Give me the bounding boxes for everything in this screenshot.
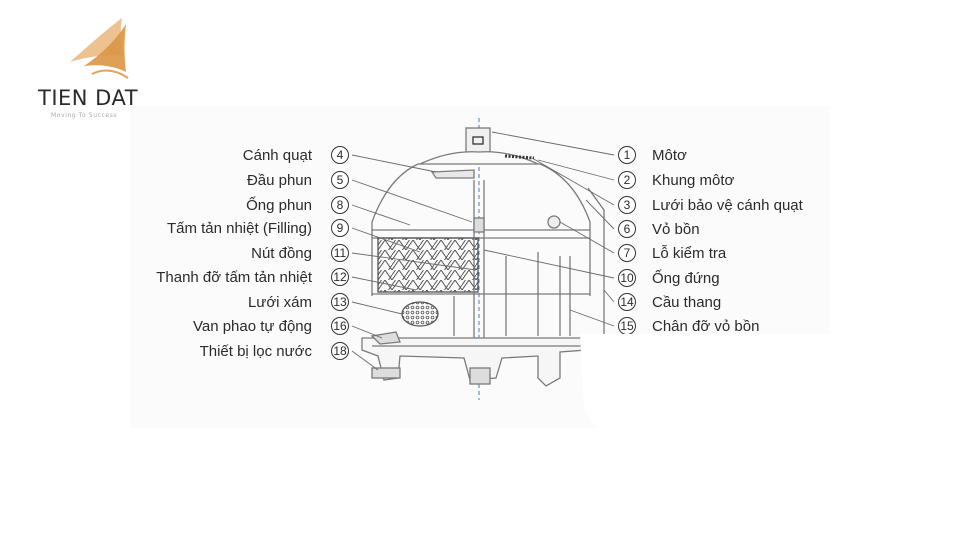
logo-name: TIEN DAT (38, 86, 139, 110)
callout-number: 2 (624, 173, 631, 187)
callout-number: 1 (624, 148, 631, 162)
callout-number: 11 (334, 246, 347, 260)
callout-number: 9 (337, 221, 344, 235)
callout-circle (618, 244, 636, 262)
water-filter (371, 367, 401, 379)
callout-label: Môtơ (652, 147, 687, 164)
callout-circle (331, 219, 349, 237)
callout-label: Cánh quạt (243, 147, 313, 164)
callout-number: 16 (333, 319, 347, 333)
callout-circle (618, 146, 636, 164)
inspection-hole (547, 215, 561, 229)
callout-number: 13 (333, 295, 347, 309)
callout-label: Nút đồng (251, 245, 312, 262)
callout-circle (618, 220, 636, 238)
blank-patch (580, 334, 838, 432)
left-callouts: Cánh quạt 4 Đầu phun 5 Ống phun 8 Tấm tả… (156, 146, 349, 360)
callout-number: 8 (337, 198, 344, 212)
callout-9: Tấm tản nhiệt (Filling) 9 (167, 219, 349, 237)
callout-label: Cầu thang (652, 294, 721, 311)
callout-circle (331, 244, 349, 262)
float-valve (370, 331, 401, 345)
callout-8: Ống phun 8 (246, 196, 349, 214)
callout-label: Lỗ kiểm tra (652, 245, 727, 262)
callout-circle (618, 171, 636, 189)
callout-circle (331, 293, 349, 311)
fan-guard-mesh (504, 154, 535, 160)
callout-number: 14 (620, 295, 634, 309)
callout-number: 15 (620, 319, 634, 333)
callout-label: Thiết bị lọc nước (200, 343, 313, 360)
spray-nozzle (473, 217, 485, 233)
callout-5: Đầu phun 5 (247, 171, 349, 189)
callout-number: 3 (624, 198, 631, 212)
callout-circle (331, 268, 349, 286)
callout-14: 14 Cầu thang (618, 293, 721, 311)
callout-6: 6 Vỏ bồn (618, 220, 700, 238)
callout-label: Vỏ bồn (652, 221, 700, 238)
callout-circle (618, 293, 636, 311)
callout-2: 2 Khung môtơ (618, 171, 735, 189)
callout-circle (331, 196, 349, 214)
callout-label: Đầu phun (247, 172, 312, 189)
callout-circle (331, 342, 349, 360)
callout-15: 15 Chân đỡ vỏ bồn (618, 317, 759, 335)
fan-blade (430, 169, 475, 179)
callout-label: Ống đứng (652, 269, 720, 287)
callout-circle (331, 171, 349, 189)
callout-number: 12 (333, 270, 347, 284)
callout-16: Van phao tự động 16 (193, 317, 349, 335)
callout-circle (618, 269, 636, 287)
right-callouts: 1 Môtơ 2 Khung môtơ 3 Lưới bảo vệ cánh q… (618, 146, 804, 335)
sail-swoosh-logo-icon (70, 18, 129, 79)
callout-18: Thiết bị lọc nước 18 (200, 342, 349, 360)
filling-block (377, 237, 479, 293)
callout-label: Van phao tự động (193, 318, 312, 335)
callout-label: Thanh đỡ tấm tản nhiệt (156, 269, 313, 286)
callout-number: 5 (337, 173, 344, 187)
callout-circle (331, 146, 349, 164)
callout-label: Khung môtơ (652, 172, 735, 189)
callout-10: 10 Ống đứng (618, 269, 720, 287)
callout-number: 10 (620, 271, 634, 285)
callout-12: Thanh đỡ tấm tản nhiệt 12 (156, 268, 349, 286)
callout-13: Lưới xám 13 (248, 293, 349, 311)
callout-label: Lưới xám (248, 294, 312, 311)
callout-1: 1 Môtơ (618, 146, 687, 164)
motor-terminal (472, 136, 484, 145)
callout-label: Ống phun (246, 196, 312, 214)
callout-number: 7 (624, 246, 631, 260)
callout-number: 6 (624, 222, 631, 236)
callout-circle (618, 196, 636, 214)
callout-number: 4 (337, 148, 344, 162)
callout-label: Lưới bảo vệ cánh quạt (652, 197, 804, 214)
company-logo: TIEN DAT Moving To Success (30, 10, 160, 120)
ladder (587, 187, 605, 348)
callout-label: Tấm tản nhiệt (Filling) (167, 220, 312, 237)
shell-right (539, 163, 591, 296)
callout-circle (331, 317, 349, 335)
callout-number: 18 (333, 344, 347, 358)
logo-tagline: Moving To Success (51, 112, 118, 119)
callout-7: 7 Lỗ kiểm tra (618, 244, 727, 262)
callout-3: 3 Lưới bảo vệ cánh quạt (618, 196, 804, 214)
mesh-screen (401, 301, 439, 327)
callout-label: Chân đỡ vỏ bồn (652, 318, 759, 335)
callout-4: Cánh quạt 4 (243, 146, 349, 164)
leader-lines (351, 131, 615, 371)
callout-11: Nút đồng 11 (251, 244, 349, 262)
